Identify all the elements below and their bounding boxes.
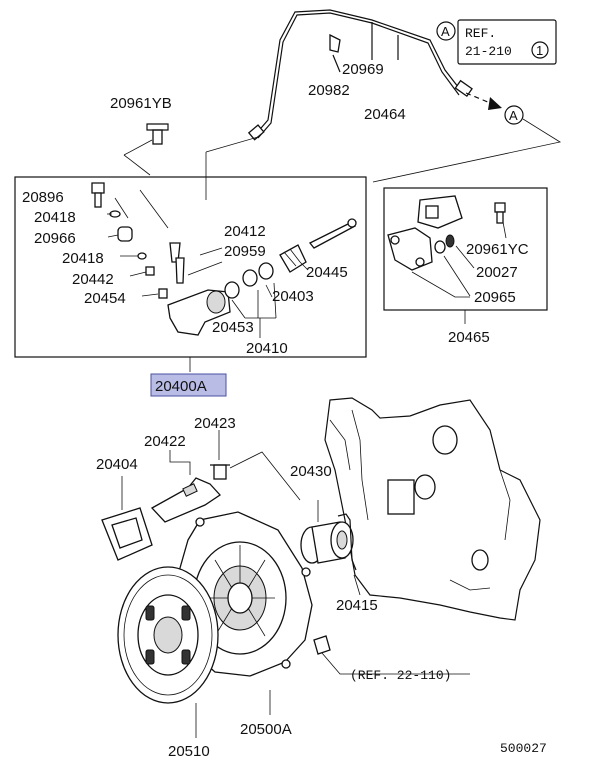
label-20403: 20403	[272, 288, 314, 305]
clutch-pipe	[247, 9, 473, 141]
label-20465: 20465	[448, 329, 490, 346]
label-20422: 20422	[144, 433, 186, 450]
transmission-housing	[324, 397, 541, 621]
label-20965: 20965	[474, 289, 516, 306]
assembly-highlight	[150, 373, 227, 397]
fork-boot	[101, 476, 153, 561]
label-20400a: 20400A	[155, 378, 207, 395]
label-20027: 20027	[476, 264, 518, 281]
page-code: 500027	[500, 741, 547, 756]
release-cylinder-parts	[91, 182, 357, 338]
arrow-to-a: A	[372, 92, 562, 183]
ref-22-110: (REF. 22-110)	[350, 668, 451, 683]
label-20454: 20454	[84, 290, 126, 307]
label-20464: 20464	[364, 106, 406, 123]
label-20961yc: 20961YC	[466, 241, 529, 258]
label-20418-b: 20418	[62, 250, 104, 267]
label-20418-a: 20418	[34, 209, 76, 226]
label-20510: 20510	[168, 743, 210, 760]
release-cylinder-group-box	[14, 176, 367, 358]
clutch-disc	[117, 566, 219, 738]
ref-a-line2: 21-210	[465, 44, 512, 59]
dowel-pin	[313, 635, 470, 675]
ref-a-circle-letter: A	[441, 24, 450, 39]
label-20966: 20966	[34, 230, 76, 247]
pipe-clip-20982	[329, 33, 341, 73]
part-labels: 20961YB 20969 20982 20464 20896 20418 20…	[22, 61, 547, 760]
label-20969: 20969	[342, 61, 384, 78]
label-20959: 20959	[224, 243, 266, 260]
label-20961yb: 20961YB	[110, 95, 172, 112]
label-20404: 20404	[96, 456, 138, 473]
label-20430: 20430	[290, 463, 332, 480]
label-20453: 20453	[212, 319, 254, 336]
label-20982: 20982	[308, 82, 350, 99]
label-20442: 20442	[72, 271, 114, 288]
clip-20415	[337, 513, 361, 596]
label-20896: 20896	[22, 189, 64, 206]
label-20412: 20412	[224, 223, 266, 240]
label-20423: 20423	[194, 415, 236, 432]
bracket-parts	[387, 195, 507, 324]
pivot-20423	[210, 430, 301, 501]
release-fork	[150, 450, 221, 523]
bracket-group-box	[383, 187, 548, 311]
bolt-20961yb	[123, 123, 259, 200]
label-20500a: 20500A	[240, 721, 292, 738]
ref-a-callout: A REF. 21-210 1	[436, 19, 557, 65]
ref-a-line1: REF.	[465, 26, 496, 41]
label-20445: 20445	[306, 264, 348, 281]
ref-a-index: 1	[536, 43, 543, 58]
arrow-a-letter: A	[509, 108, 518, 123]
label-20410: 20410	[246, 340, 288, 357]
label-20415: 20415	[336, 597, 378, 614]
release-bearing	[300, 500, 354, 564]
